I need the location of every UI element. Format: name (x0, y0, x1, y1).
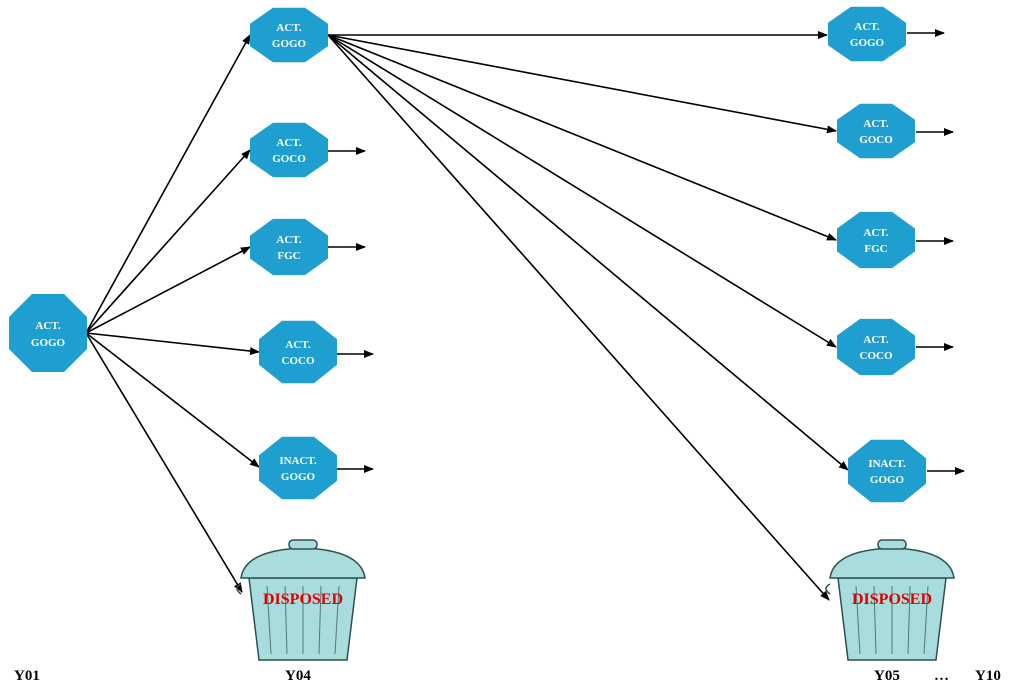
octagon-shape (9, 294, 87, 372)
node-label-line2: FGC (864, 243, 887, 255)
node-label-line2: GOCO (272, 153, 306, 165)
trash-bin-y05: DISPOSED (825, 539, 955, 661)
node-y05-act-coco: ACT. COCO (837, 318, 915, 376)
edge-y04-gogo-to-y05-disposed (327, 34, 830, 601)
node-label-line2: COCO (860, 350, 893, 362)
node-label-line1: ACT. (35, 320, 60, 332)
node-label-line2: GOGO (31, 337, 66, 349)
node-y04-inact-gogo: INACT. GOGO (259, 436, 337, 500)
node-label-line2: GOCO (859, 134, 893, 146)
node-label-line1: ACT. (276, 22, 301, 34)
edge-root-to-y04-inact-gogo (85, 332, 260, 468)
octagon-shape (259, 436, 337, 500)
edge-root-to-y04-disposed (85, 332, 243, 593)
node-label-line1: ACT. (863, 227, 888, 239)
node-label-line1: ACT. (276, 137, 301, 149)
node-y04-act-fgc: ACT. FGC (250, 218, 328, 276)
trash-bin-icon (825, 539, 955, 661)
disposed-label: DISPOSED (263, 591, 343, 608)
node-label-line1: ACT. (854, 21, 879, 33)
edge-root-to-y04-act-goco (85, 149, 251, 334)
octagon-shape (837, 211, 915, 269)
octagon-shape (250, 122, 328, 178)
node-label-line1: ACT. (285, 339, 310, 351)
node-label-line1: ACT. (863, 118, 888, 130)
edge-root-to-y04-act-coco (85, 332, 260, 355)
edges-y01-to-y04 (85, 34, 260, 593)
node-label-line2: COCO (282, 355, 315, 367)
trash-bin-icon (236, 539, 366, 661)
node-label-line1: ACT. (863, 334, 888, 346)
edge-y04-gogo-to-y05-act-coco (327, 34, 837, 348)
node-y05-inact-gogo: INACT. GOGO (848, 439, 926, 503)
octagon-shape (837, 103, 915, 159)
node-y05-act-gogo: ACT. GOGO (828, 6, 906, 62)
year-label-y10: Y10 (975, 668, 1001, 684)
octagon-shape (837, 318, 915, 376)
node-label-line1: INACT. (279, 455, 317, 467)
year-label-y04: Y04 (285, 668, 311, 684)
node-y05-act-fgc: ACT. FGC (837, 211, 915, 269)
octagon-shape (848, 439, 926, 503)
node-label-line2: FGC (277, 250, 300, 262)
edge-y04-gogo-to-y05-act-fgc (327, 34, 837, 241)
edges-y04-to-y05 (327, 31, 849, 601)
year-ellipsis: … (934, 668, 949, 684)
octagon-shape (250, 7, 328, 63)
node-label-line2: GOGO (281, 471, 316, 483)
node-y04-act-coco: ACT. COCO (259, 320, 337, 384)
node-label-line2: GOGO (272, 38, 307, 50)
node-label-line2: GOGO (870, 474, 905, 486)
edge-root-to-y04-act-fgc (85, 246, 251, 334)
octagon-shape (250, 218, 328, 276)
continuation-arrows (328, 29, 965, 475)
trash-bin-y04: DISPOSED (236, 539, 366, 661)
year-label-y05: Y05 (874, 668, 900, 684)
year-label-y01: Y01 (14, 668, 40, 684)
node-label-line1: ACT. (276, 234, 301, 246)
node-y04-act-goco: ACT. GOCO (250, 122, 328, 178)
node-root-act-gogo: ACT. GOGO (9, 294, 87, 372)
octagon-shape (259, 320, 337, 384)
node-label-line1: INACT. (868, 458, 906, 470)
edge-y04-gogo-to-y05-act-goco (327, 34, 837, 134)
edge-root-to-y04-act-gogo (85, 34, 251, 334)
octagon-shape (828, 6, 906, 62)
node-y04-act-gogo: ACT. GOGO (250, 7, 328, 63)
edge-y04-gogo-to-y05-inact-gogo (327, 34, 849, 471)
node-label-line2: GOGO (850, 37, 885, 49)
node-y05-act-goco: ACT. GOCO (837, 103, 915, 159)
disposed-label: DISPOSED (852, 591, 932, 608)
